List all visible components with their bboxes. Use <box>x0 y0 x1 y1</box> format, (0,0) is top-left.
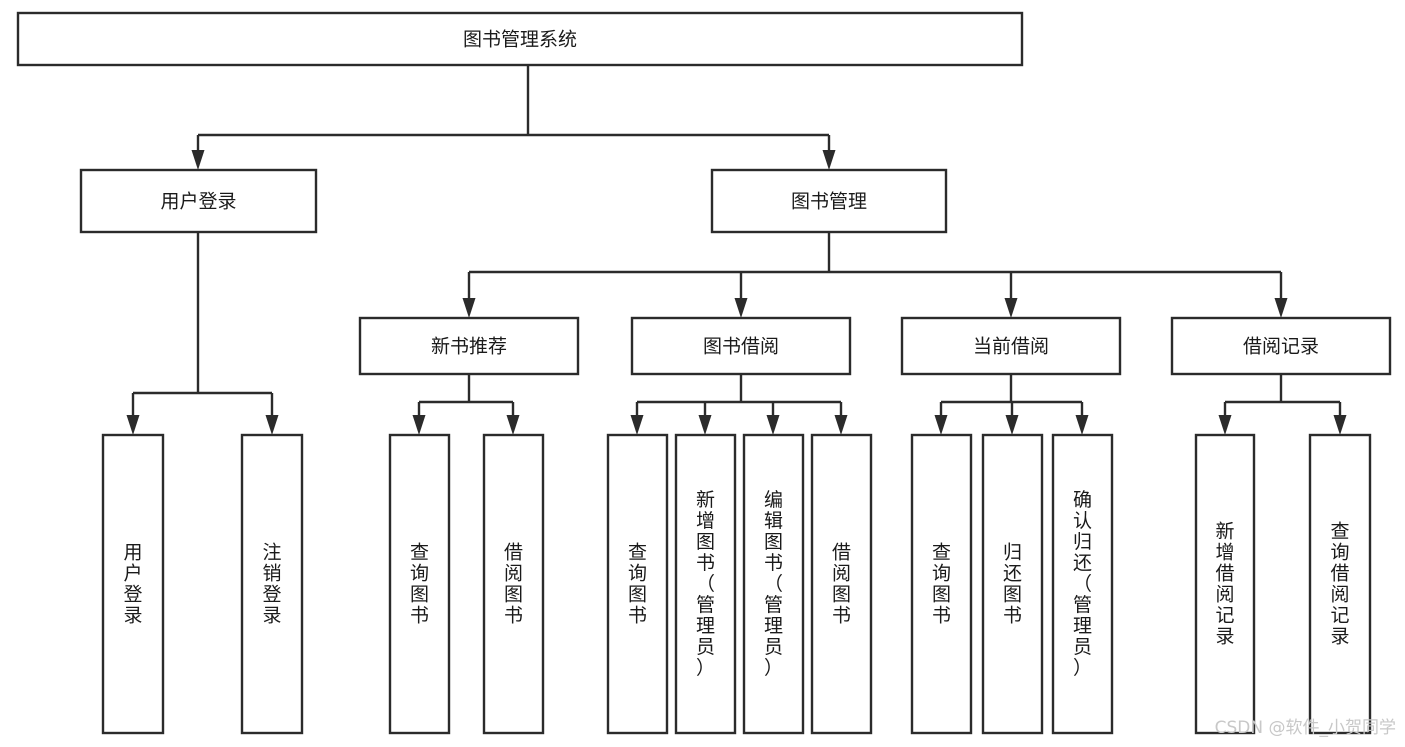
node-label: 图书管理 <box>791 191 867 213</box>
node-label: 用户登录 <box>123 541 142 626</box>
arrow-head-icon <box>506 415 520 435</box>
arrow-head-icon <box>1333 415 1347 435</box>
node-label: 归还图书 <box>1003 541 1022 626</box>
connector-group-borrow-record-children <box>1218 374 1347 435</box>
arrow-head-icon <box>1274 298 1288 318</box>
node-label: 新增借阅记录 <box>1215 520 1234 647</box>
node-box[interactable] <box>482 433 545 735</box>
arrow-head-icon <box>265 415 279 435</box>
node-label: 新书推荐 <box>431 336 507 358</box>
node-box[interactable] <box>1194 433 1256 735</box>
node-layer: 图书管理系统用户登录图书管理新书推荐图书借阅当前借阅借阅记录用户登录注销登录查询… <box>16 11 1392 735</box>
node-current-borrow[interactable]: 当前借阅 <box>900 316 1122 376</box>
node-new-book-recommend[interactable]: 新书推荐 <box>358 316 580 376</box>
node-box[interactable] <box>101 433 165 735</box>
csdn-watermark: CSDN @软件_小贺同学 <box>1215 718 1396 738</box>
arrow-head-icon <box>1004 298 1018 318</box>
connector-group-new-book-recommend-children <box>412 374 520 435</box>
arrow-head-icon <box>126 415 140 435</box>
node-label: 借阅图书 <box>504 541 523 626</box>
node-box[interactable] <box>674 433 737 735</box>
connector-group-root-children <box>191 65 836 170</box>
node-leaf-recommend-borrow[interactable]: 借阅图书 <box>482 433 545 735</box>
node-leaf-user-logout[interactable]: 注销登录 <box>240 433 304 735</box>
arrow-head-icon <box>1075 415 1089 435</box>
node-label: 查询图书 <box>628 541 647 626</box>
node-label: 借阅图书 <box>832 541 851 626</box>
node-leaf-borrow-add[interactable]: 新增图书（管理员） <box>674 433 737 735</box>
node-label: 新增图书（管理员） <box>696 489 715 679</box>
node-box[interactable] <box>606 433 669 735</box>
node-box[interactable] <box>1051 433 1114 735</box>
connector-group-book-manage-children <box>462 232 1288 318</box>
node-box[interactable] <box>79 168 318 234</box>
node-box[interactable] <box>910 433 973 735</box>
node-box[interactable] <box>981 433 1044 735</box>
node-book-manage[interactable]: 图书管理 <box>710 168 948 234</box>
node-leaf-recommend-query[interactable]: 查询图书 <box>388 433 451 735</box>
connector-layer <box>126 65 1347 435</box>
arrow-head-icon <box>1005 415 1019 435</box>
node-book-borrow[interactable]: 图书借阅 <box>630 316 852 376</box>
node-box[interactable] <box>240 433 304 735</box>
node-box[interactable] <box>630 316 852 376</box>
node-box[interactable] <box>710 168 948 234</box>
node-leaf-borrow-query[interactable]: 查询图书 <box>606 433 669 735</box>
arrow-head-icon <box>412 415 426 435</box>
arrow-head-icon <box>630 415 644 435</box>
node-leaf-record-query[interactable]: 查询借阅记录 <box>1308 433 1372 735</box>
node-leaf-current-query[interactable]: 查询图书 <box>910 433 973 735</box>
arrow-head-icon <box>462 298 476 318</box>
arrow-head-icon <box>191 150 205 170</box>
node-box[interactable] <box>900 316 1122 376</box>
node-label: 注销登录 <box>262 541 281 626</box>
node-label: 查询借阅记录 <box>1330 520 1349 647</box>
arrow-head-icon <box>734 298 748 318</box>
node-root[interactable]: 图书管理系统 <box>16 11 1024 67</box>
node-leaf-borrow-edit[interactable]: 编辑图书（管理员） <box>742 433 805 735</box>
node-borrow-record[interactable]: 借阅记录 <box>1170 316 1392 376</box>
node-box[interactable] <box>1308 433 1372 735</box>
arrow-head-icon <box>834 415 848 435</box>
node-box[interactable] <box>1170 316 1392 376</box>
node-label: 图书借阅 <box>703 336 779 358</box>
connector-group-book-borrow-children <box>630 374 848 435</box>
node-label: 当前借阅 <box>973 336 1049 358</box>
node-box[interactable] <box>742 433 805 735</box>
arrow-head-icon <box>1218 415 1232 435</box>
node-leaf-record-add[interactable]: 新增借阅记录 <box>1194 433 1256 735</box>
arrow-head-icon <box>766 415 780 435</box>
node-leaf-current-return[interactable]: 归还图书 <box>981 433 1044 735</box>
arrow-head-icon <box>822 150 836 170</box>
node-box[interactable] <box>388 433 451 735</box>
node-label: 查询图书 <box>932 541 951 626</box>
node-box[interactable] <box>810 433 873 735</box>
node-user-login[interactable]: 用户登录 <box>79 168 318 234</box>
node-leaf-user-login[interactable]: 用户登录 <box>101 433 165 735</box>
node-label: 借阅记录 <box>1243 336 1319 358</box>
connector-group-current-borrow-children <box>934 374 1089 435</box>
connector-group-user-login-children <box>126 232 279 435</box>
node-label: 查询图书 <box>410 541 429 626</box>
node-box[interactable] <box>358 316 580 376</box>
arrow-head-icon <box>698 415 712 435</box>
node-label: 用户登录 <box>160 191 236 213</box>
node-label: 确认归还（管理员） <box>1073 489 1092 679</box>
node-label: 编辑图书（管理员） <box>764 489 783 679</box>
node-box[interactable] <box>16 11 1024 67</box>
arrow-head-icon <box>934 415 948 435</box>
node-leaf-current-confirm[interactable]: 确认归还（管理员） <box>1051 433 1114 735</box>
node-label: 图书管理系统 <box>463 29 577 51</box>
node-leaf-borrow-lend[interactable]: 借阅图书 <box>810 433 873 735</box>
